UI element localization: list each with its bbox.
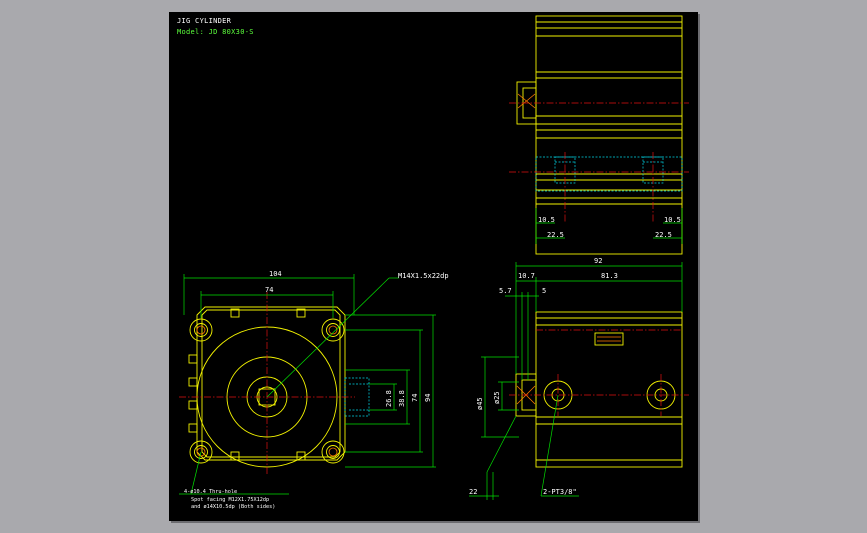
dim-rod-thread: M14X1.5x22dp xyxy=(398,272,449,280)
dim-rod-dia: ø25 xyxy=(493,391,501,404)
nameplate xyxy=(594,332,624,346)
dim-side-5: 5 xyxy=(542,287,546,295)
dim-top-22-5-left: 22.5 xyxy=(547,231,564,239)
top-view: 10.5 10.5 22.5 22.5 xyxy=(509,15,689,255)
dim-piston-dia: ø45 xyxy=(476,397,484,410)
hole-note-line-1: 4-ø10.4 Thru-hole xyxy=(184,489,237,495)
dim-74: 74 xyxy=(411,394,419,402)
dim-38-8: 38.8 xyxy=(398,390,406,407)
dim-94: 94 xyxy=(424,394,432,402)
dim-side-22: 22 xyxy=(469,488,477,496)
dim-top-10-5-right: 10.5 xyxy=(664,216,681,224)
cad-drawing: JIG CYLINDER Model: JD 80X30-S xyxy=(177,15,689,510)
dim-side-total: 92 xyxy=(594,257,602,265)
dim-side-5-7: 5.7 xyxy=(499,287,512,295)
top-view-outline xyxy=(535,15,683,255)
dim-front-width: 104 xyxy=(269,270,282,278)
dim-front-bolt-pitch: 74 xyxy=(265,286,273,294)
dim-side-81-3: 81.3 xyxy=(601,272,618,280)
bolt-hole-bottom-left xyxy=(189,440,213,464)
bolt-hole-top-left xyxy=(189,318,213,342)
dim-side-10-7: 10.7 xyxy=(518,272,535,280)
drawing-sheet: JIG CYLINDER Model: JD 80X30-S xyxy=(169,12,698,521)
bolt-hole-bottom-right xyxy=(321,440,345,464)
side-view: 92 10.7 81.3 5.7 5 ø45 ø25 xyxy=(469,257,689,500)
dim-port: 2-PT3/8" xyxy=(543,488,577,496)
hole-note-line-3: and ø14X10.5dp (Both sides) xyxy=(191,504,275,510)
front-view: 104 74 M14X1.5x22dp xyxy=(179,270,449,510)
bolt-hole-top-right xyxy=(321,318,345,342)
dim-top-22-5-right: 22.5 xyxy=(655,231,672,239)
drawing-title: JIG CYLINDER xyxy=(177,17,232,25)
dim-top-10-5-left: 10.5 xyxy=(538,216,555,224)
drawing-model: Model: JD 80X30-S xyxy=(177,28,254,36)
dim-26-8: 26.8 xyxy=(385,390,393,407)
hole-note-line-2: Spot facing M12X1.75X12dp xyxy=(191,497,269,503)
